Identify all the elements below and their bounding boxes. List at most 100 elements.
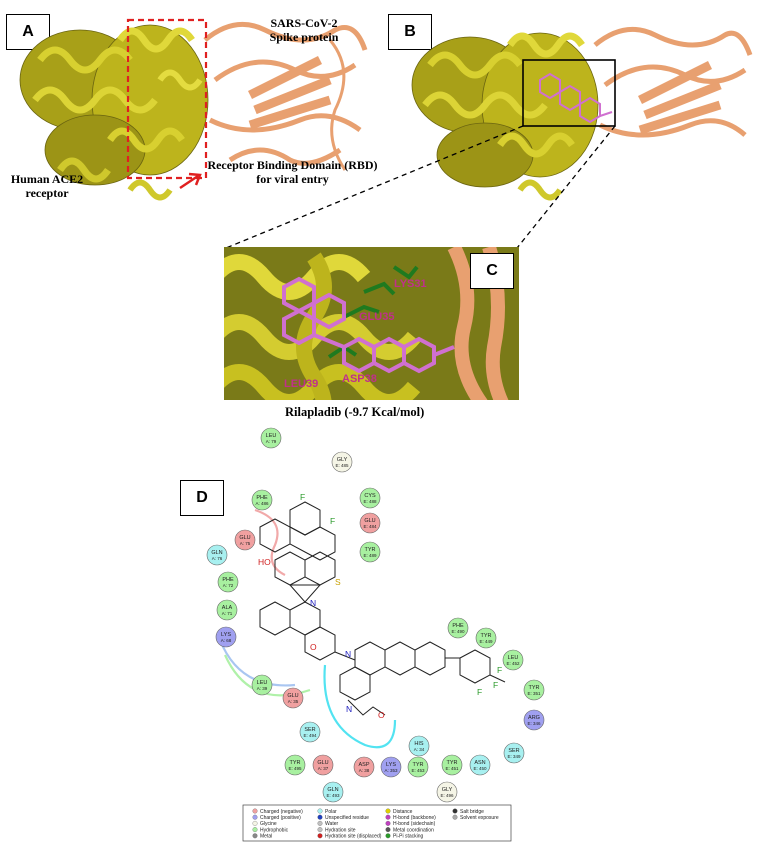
residue-circle: [312, 754, 334, 776]
legend-marker: [385, 814, 391, 820]
residue-name: GLU: [287, 693, 298, 699]
atom-f-4: F: [493, 680, 498, 690]
residue-name: ASN: [474, 760, 485, 766]
legend-label: H-bond (sidechain): [393, 821, 436, 827]
residue-circle: [234, 529, 256, 551]
residue-id: A: 72: [223, 583, 234, 588]
legend-marker: [385, 827, 391, 833]
legend-marker: [317, 827, 323, 833]
residue-name: TYR: [481, 633, 492, 639]
residue-id: A: 79: [266, 439, 277, 444]
residue-circle: [251, 489, 273, 511]
residue-circle: [407, 756, 429, 778]
legend-label: Unspecified residue: [325, 815, 369, 821]
interaction-legend: Charged (negative)Charged (positive)Glyc…: [242, 804, 512, 842]
rbd-arrow: [179, 172, 202, 190]
legend-label: Solvent exposure: [460, 815, 499, 821]
legend-marker: [317, 814, 323, 820]
residue-circle: [523, 679, 545, 701]
binding-site-box: [522, 59, 616, 127]
ligand-skeleton: [259, 501, 506, 716]
legend-label: Hydration site (displaced): [325, 834, 382, 840]
legend-label: Polar: [325, 809, 337, 815]
atom-ho: HO: [258, 557, 271, 567]
residue-id: E: 451: [445, 766, 459, 771]
spike-rbd-ribbon-b: [593, 26, 753, 138]
atom-f-5: F: [477, 687, 482, 697]
residue-id: A: 76: [212, 556, 223, 561]
legend-label: Water: [325, 821, 338, 827]
residue-id: A: 68: [221, 638, 232, 643]
residue-circle: [359, 512, 381, 534]
residue-circle: [322, 781, 344, 803]
legend-marker: [252, 808, 258, 814]
residue-name: SER: [304, 727, 315, 733]
rbd-label: Receptor Binding Domain (RBD) for viral …: [207, 158, 378, 186]
residue-id: A: 35: [288, 699, 299, 704]
residue-id: A: 34: [414, 747, 425, 752]
residue-circle: [282, 687, 304, 709]
residue-id: A: 37: [318, 766, 329, 771]
residue-name: TYR: [290, 760, 301, 766]
legend-marker: [385, 820, 391, 826]
spike-rbd-ribbon: [203, 21, 368, 171]
legend-marker: [317, 808, 323, 814]
residue-id: E: 349: [507, 754, 521, 759]
residue-circle: [523, 709, 545, 731]
residue-name: ASP: [358, 762, 369, 768]
residue-circle: [216, 599, 238, 621]
residue-name: LEU: [257, 680, 268, 686]
residue-name: PHE: [452, 623, 464, 629]
legend-label: Pi-Pi stacking: [393, 834, 424, 840]
residue-id: E: 346: [527, 721, 541, 726]
residue-id: A: 39: [257, 686, 268, 691]
residue-circle: [359, 541, 381, 563]
panel-c-binding-site: [224, 247, 519, 400]
residue-name: LYS: [386, 762, 396, 768]
residue-name: GLU: [364, 518, 375, 524]
atom-n-3: N: [346, 704, 352, 714]
atom-s: S: [335, 577, 341, 587]
legend-marker: [252, 820, 258, 826]
residue-circle: [284, 754, 306, 776]
legend-marker: [252, 814, 258, 820]
residue-name: TYR: [365, 547, 376, 553]
atom-f-3: F: [497, 665, 502, 675]
panel-label-c: C: [470, 253, 514, 289]
legend-label: Metal coordination: [393, 827, 434, 833]
legend-label: H-bond (backbone): [393, 815, 436, 821]
panel-label-a: A: [6, 14, 50, 50]
residue-name: TYR: [529, 685, 540, 691]
residue-circle: [251, 674, 273, 696]
residue-id: A: 75: [240, 541, 251, 546]
residue-name: ALA: [222, 605, 233, 611]
residue-circle: [408, 735, 430, 757]
residue-label-leu39: LEU39: [284, 378, 318, 390]
residue-id: E: 493: [326, 793, 340, 798]
residue-circle: [331, 451, 353, 473]
residue-id: E: 485: [335, 463, 349, 468]
residue-circle: [359, 487, 381, 509]
panel-b-structure: [411, 26, 753, 201]
legend-marker: [385, 833, 391, 839]
residue-name: SER: [508, 748, 519, 754]
residue-name: GLU: [239, 535, 250, 541]
ace2-receptor-label: Human ACE2 receptor: [10, 172, 84, 200]
residue-name: PHE: [256, 495, 268, 501]
